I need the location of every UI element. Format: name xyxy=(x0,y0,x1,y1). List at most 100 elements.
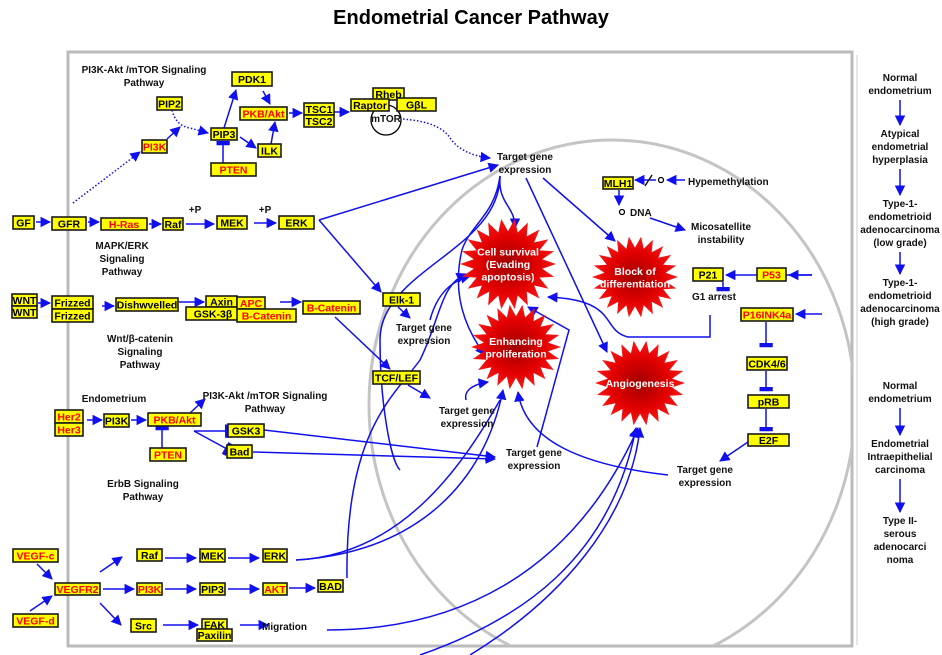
node-label: Her2 xyxy=(57,412,81,424)
node-rheb[interactable]: Rheb xyxy=(372,87,405,101)
activation-edge xyxy=(527,306,570,448)
node-box xyxy=(231,71,273,87)
node-akt[interactable]: AKT xyxy=(262,582,288,596)
node-gfr[interactable]: GFR xyxy=(51,216,87,231)
label-line: Target gene xyxy=(506,448,562,459)
node-tsc2[interactable]: TSC2 xyxy=(303,114,335,128)
node-erk1[interactable]: ERK xyxy=(278,215,315,230)
node-label: MEK xyxy=(220,218,244,230)
node-pip2[interactable]: PIP2 xyxy=(156,96,183,111)
node-p16[interactable]: P16INK4a xyxy=(740,307,794,322)
node-her2[interactable]: Her2 xyxy=(54,409,84,424)
methyl-group-icon xyxy=(618,208,626,216)
node-apc[interactable]: APC xyxy=(236,296,266,310)
node-fz1[interactable]: Frizzed xyxy=(51,295,94,310)
node-hras[interactable]: H-Ras xyxy=(100,217,148,231)
node-box xyxy=(130,618,157,633)
node-pkb1[interactable]: PKB/Akt xyxy=(239,106,288,121)
stage-line: adenocarci xyxy=(874,542,927,553)
outcome-label: Block of xyxy=(614,266,656,278)
node-label: Dishwvelled xyxy=(117,300,178,312)
node-bad1[interactable]: Bad xyxy=(226,444,253,459)
node-pip3a[interactable]: PIP3 xyxy=(210,127,238,141)
node-tcf[interactable]: TCF/LEF xyxy=(372,370,421,385)
node-vegfr2[interactable]: VEGFR2 xyxy=(54,582,101,596)
node-fz2[interactable]: Frizzed xyxy=(51,308,94,323)
node-box xyxy=(317,579,344,593)
node-box xyxy=(372,370,421,385)
node-elk1[interactable]: Elk-1 xyxy=(382,292,421,307)
node-raf1[interactable]: Raf xyxy=(162,217,184,231)
node-box xyxy=(303,114,335,128)
node-vegfc[interactable]: VEGF-c xyxy=(12,548,59,563)
node-label: Frizzed xyxy=(54,298,90,310)
node-pten2[interactable]: PTEN xyxy=(149,447,187,462)
node-dsh[interactable]: Dishwvelled xyxy=(115,297,179,312)
node-wnt2[interactable]: WNT xyxy=(11,305,38,319)
node-raptor[interactable]: Raptor xyxy=(350,98,390,112)
node-raf2[interactable]: Raf xyxy=(136,548,163,562)
node-p21[interactable]: P21 xyxy=(692,267,724,282)
node-pdk1[interactable]: PDK1 xyxy=(231,71,273,87)
node-box xyxy=(141,139,168,154)
node-gsk3b[interactable]: GSK-3β xyxy=(185,306,241,321)
node-label: PIP2 xyxy=(158,99,181,111)
node-gbl[interactable]: GβL xyxy=(396,97,437,112)
node-ilk[interactable]: ILK xyxy=(257,143,282,158)
node-pip3b[interactable]: PIP3 xyxy=(199,582,226,596)
node-box xyxy=(199,582,226,596)
node-pi3k2[interactable]: PI3K xyxy=(103,413,130,428)
activation-edge xyxy=(295,399,501,561)
stage-line: endometrioid xyxy=(868,212,931,223)
node-box xyxy=(746,356,788,371)
node-box xyxy=(115,297,179,312)
node-erk2[interactable]: ERK xyxy=(262,548,288,563)
activation-edge xyxy=(260,90,271,105)
node-p53[interactable]: P53 xyxy=(756,267,787,282)
starburst-shape xyxy=(471,304,561,390)
node-label: BAD xyxy=(319,581,342,593)
node-cdk46[interactable]: CDK4/6 xyxy=(746,356,788,371)
node-paxilin[interactable]: Paxilin xyxy=(196,628,233,642)
outcome-label: apoptosis) xyxy=(481,272,534,284)
node-tsc1[interactable]: TSC1 xyxy=(303,102,335,116)
node-bcat1[interactable]: B-Catenin xyxy=(236,308,297,323)
node-bcat2[interactable]: B-Catenin xyxy=(302,300,361,315)
node-e2f[interactable]: E2F xyxy=(747,433,790,447)
node-label: Raf xyxy=(165,219,182,231)
node-mlh1[interactable]: MLH1 xyxy=(602,176,634,190)
node-box xyxy=(227,423,265,438)
node-src[interactable]: Src xyxy=(130,618,157,633)
node-gf[interactable]: GF xyxy=(12,215,35,230)
node-wnt1[interactable]: WNT xyxy=(11,293,38,307)
label-line: expression xyxy=(398,336,451,347)
activation-edge xyxy=(29,595,53,612)
node-pi3k3[interactable]: PI3K xyxy=(136,582,163,596)
node-prb[interactable]: pRB xyxy=(747,394,790,409)
activation-edge xyxy=(318,219,382,293)
activation-edge xyxy=(514,390,669,476)
node-pkb2[interactable]: PKB/Akt xyxy=(147,412,202,427)
node-vegfd[interactable]: VEGF-d xyxy=(12,613,59,628)
node-gsk3[interactable]: GSK3 xyxy=(227,423,265,438)
label-g1: G1 arrest xyxy=(692,292,737,303)
node-pi3k1[interactable]: PI3K xyxy=(141,139,168,154)
node-mek1[interactable]: MEK xyxy=(216,215,248,230)
methyl-group-icon xyxy=(657,176,665,184)
node-bad2[interactable]: BAD xyxy=(317,579,344,593)
label-line: Pathway xyxy=(102,267,143,278)
node-her3[interactable]: Her3 xyxy=(54,422,84,437)
node-box xyxy=(149,447,187,462)
node-mek2[interactable]: MEK xyxy=(199,548,226,563)
label-plusp1: +P xyxy=(189,205,202,216)
stage-line: Type-1- xyxy=(883,199,918,210)
node-pten1[interactable]: PTEN xyxy=(210,162,257,177)
stage-line: endometrioid xyxy=(868,291,931,302)
